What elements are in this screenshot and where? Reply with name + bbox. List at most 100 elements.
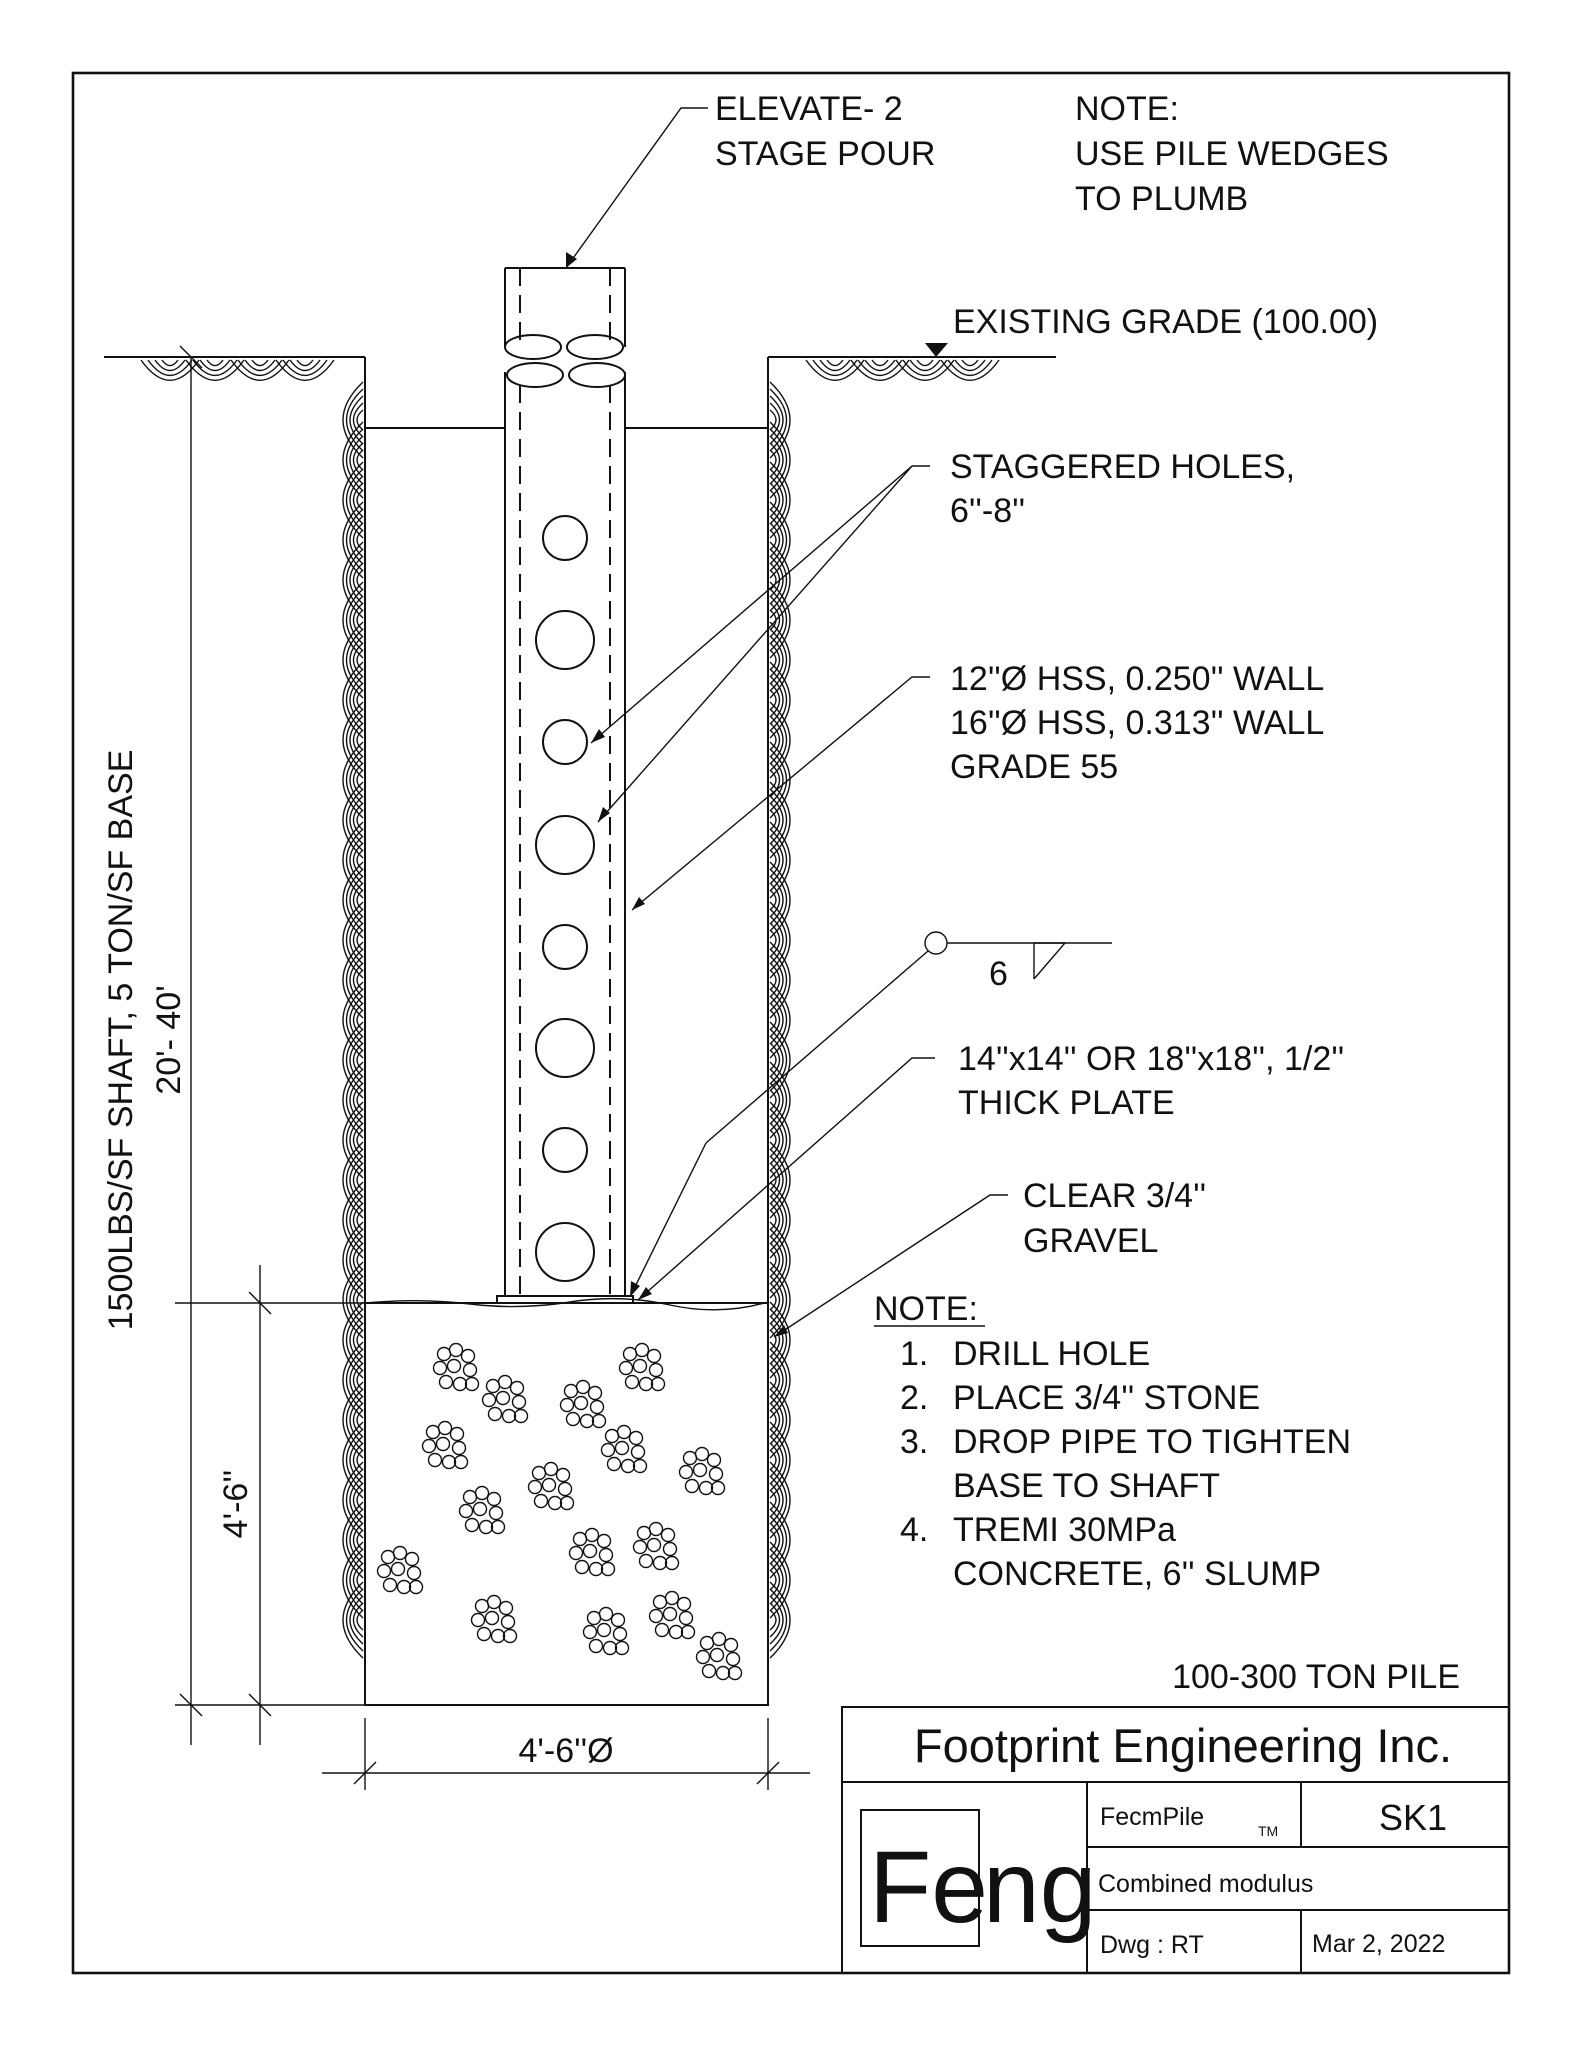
elevate-label: STAGE POUR: [715, 135, 935, 173]
soil-hatch-arc: [356, 1289, 364, 1311]
logo-mark: ng: [983, 1830, 1096, 1944]
soil-hatch-arc: [769, 802, 781, 838]
gravel-stone: [527, 1479, 543, 1495]
gravel-stone: [614, 1640, 630, 1656]
soil-hatch-arc: [345, 1588, 364, 1652]
soil-hatch-arc: [769, 1228, 788, 1292]
soil-hatch-arc: [352, 1282, 364, 1318]
soil-hatch-arc: [345, 1148, 364, 1212]
gravel-stone: [579, 1413, 595, 1429]
gravel-stone: [618, 1360, 634, 1376]
soil-hatch-arc: [769, 1449, 777, 1471]
gravel-stone: [588, 1561, 604, 1577]
grade-hatch-arc: [805, 359, 865, 381]
gravel-stone: [498, 1600, 514, 1616]
gravel-stone: [572, 1531, 588, 1547]
soil-hatch-arc: [352, 922, 364, 958]
soil-hatch-arc: [356, 409, 364, 431]
gravel-stone: [547, 1495, 563, 1511]
soil-hatch-arc: [769, 1329, 777, 1351]
gravel-stone: [390, 1561, 406, 1577]
soil-hatch-arc: [769, 682, 781, 718]
gravel-stone: [464, 1517, 480, 1533]
gravel-stone: [591, 1413, 607, 1429]
gravel-stone: [701, 1663, 717, 1679]
gravel-stone: [652, 1594, 668, 1610]
soil-hatch-arc: [345, 1188, 364, 1252]
gravel-stone: [509, 1380, 525, 1396]
soil-hatch-arc: [769, 1548, 788, 1612]
grade-hatch-arc: [947, 359, 993, 376]
grade-hatch-arc: [954, 359, 986, 372]
gravel-stone: [474, 1598, 490, 1614]
soil-hatch-arc: [769, 562, 781, 598]
drawing-date: Mar 2, 2022: [1312, 1930, 1445, 1958]
soil-hatch-arc: [769, 1042, 781, 1078]
soil-hatch-arc: [345, 1308, 364, 1372]
gravel-stone: [634, 1342, 650, 1358]
grade-hatch-arc: [916, 359, 934, 367]
soil-hatch-arc: [769, 548, 788, 612]
soil-hatch-arc: [769, 569, 777, 591]
soil-hatch-arc: [352, 1322, 364, 1358]
grade-hatch-arc: [902, 359, 948, 376]
soil-hatch-arc: [352, 1162, 364, 1198]
soil-hatch-arc: [345, 1228, 364, 1292]
gravel-stone: [470, 1612, 486, 1628]
soil-hatch-arc: [345, 868, 364, 932]
soil-hatch-arc: [769, 1562, 781, 1598]
gravel-stone: [725, 1651, 741, 1667]
leader-gravel: [773, 1194, 1008, 1338]
grade-hatch-arc: [147, 359, 193, 376]
dimension-base-height: [175, 1265, 365, 1745]
pile-upper-segment: [504, 267, 626, 360]
procedure-step: DROP PIPE TO TIGHTEN: [953, 1423, 1351, 1461]
grade-hatch-arc: [850, 359, 910, 381]
soil-hatch-arc: [352, 722, 364, 758]
grade-hatch-arc: [161, 359, 179, 367]
gravel-stone: [376, 1563, 392, 1579]
soil-hatch-arc: [769, 828, 788, 892]
soil-hatch-arc: [769, 1322, 781, 1358]
gravel-stone: [654, 1622, 670, 1638]
soil-hatch-arc: [769, 1249, 777, 1271]
soil-hatch-arc: [352, 842, 364, 878]
leader-plate: [637, 1057, 935, 1301]
gravel-stone: [648, 1521, 664, 1537]
soil-hatch-arc: [769, 1129, 777, 1151]
grade-hatch-right: [805, 359, 1000, 381]
soil-hatch-arc: [769, 1209, 777, 1231]
soil-hatch-arc: [352, 1562, 364, 1598]
soil-hatch-arc: [356, 1089, 364, 1111]
gravel-stone: [495, 1390, 511, 1406]
grade-hatch-left: [140, 359, 335, 381]
soil-hatch-arc: [352, 1002, 364, 1038]
soil-hatch-arc: [769, 1002, 781, 1038]
soil-hatch-arc: [769, 428, 788, 492]
procedure-step: DRILL HOLE: [953, 1335, 1150, 1373]
leader-hss: [631, 676, 930, 911]
gravel-stone: [485, 1378, 501, 1394]
grade-hatch-arc: [230, 359, 290, 381]
soil-hatch-arc: [345, 1268, 364, 1332]
soil-hatch-arc: [769, 1442, 781, 1478]
soil-hatch-arc: [356, 1249, 364, 1271]
gravel-stone: [694, 1446, 710, 1462]
top-note-line: USE PILE WEDGES: [1075, 135, 1389, 173]
soil-hatch-arc: [769, 1282, 781, 1318]
logo-mark: Fe: [869, 1830, 988, 1944]
soil-hatch-arc: [356, 1529, 364, 1551]
soil-hatch-arc: [769, 1028, 788, 1092]
soil-hatch-arc: [356, 1049, 364, 1071]
soil-hatch-arc: [769, 1089, 777, 1111]
top-note-title: NOTE:: [1075, 90, 1179, 128]
gravel-stone: [646, 1348, 662, 1364]
gravel-stone: [404, 1551, 420, 1567]
grade-hatch-arc: [282, 359, 328, 376]
gravel-stone: [436, 1346, 452, 1362]
soil-hatch-arc: [769, 602, 781, 638]
soil-hatch-arc: [769, 769, 777, 791]
gravel-stone: [600, 1561, 616, 1577]
soil-hatch-arc: [769, 468, 788, 532]
